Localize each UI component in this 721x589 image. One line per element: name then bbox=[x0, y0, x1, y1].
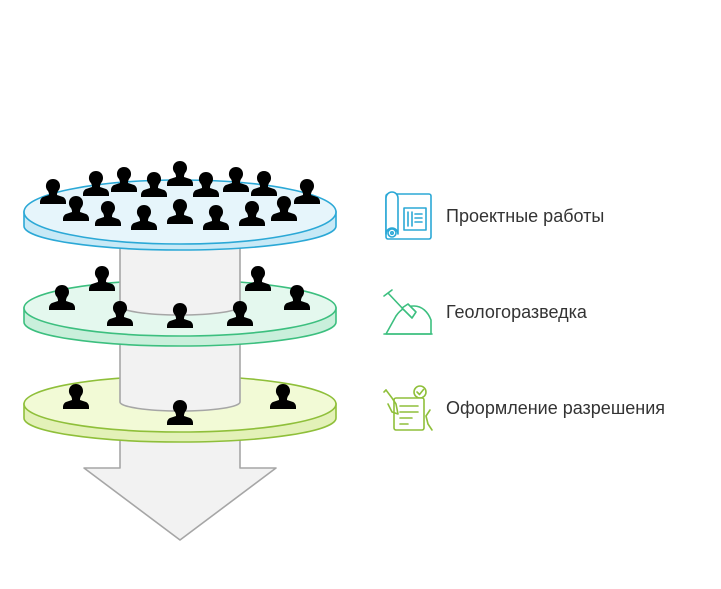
stage-1-label: Проектные работы bbox=[446, 206, 604, 226]
person-icon bbox=[89, 266, 115, 291]
person-icon bbox=[245, 266, 271, 291]
funnel-arrow bbox=[83, 429, 277, 541]
person-icon bbox=[223, 167, 249, 192]
stage-3-label: Оформление разрешения bbox=[446, 398, 665, 418]
stage-2-label: Геологоразведка bbox=[446, 302, 588, 322]
document-approval-icon bbox=[383, 385, 433, 431]
shovel-mound-icon bbox=[383, 289, 433, 335]
person-icon bbox=[111, 167, 137, 192]
person-icon bbox=[167, 161, 193, 186]
blueprint-icon bbox=[385, 191, 432, 240]
